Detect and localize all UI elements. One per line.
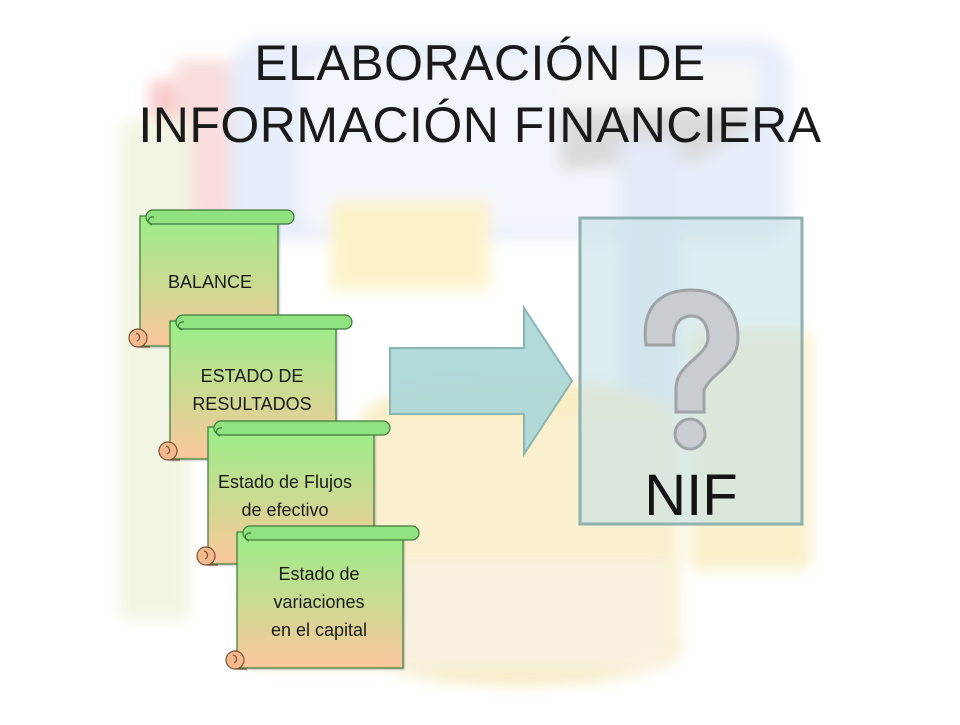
scroll-estado-de-variaciones	[225, 525, 420, 670]
scroll-label-estado-de-variaciones: Estado de variaciones en el capital	[270, 564, 368, 640]
right-arrow-icon	[389, 304, 574, 458]
scroll-label-estado-de-resultados: ESTADO DE RESULTADOS	[192, 366, 312, 414]
slide-title-line-1: ELABORACIÓN DE	[254, 35, 706, 91]
slide-title-line-2: INFORMACIÓN FINANCIERA	[138, 97, 822, 153]
question-mark-icon	[643, 288, 740, 451]
scroll-label-balance: BALANCE	[167, 272, 253, 292]
scroll-label-estado-de-flujos: Estado de Flujos de efectivo	[217, 472, 353, 520]
nif-label: NIF	[644, 463, 738, 528]
